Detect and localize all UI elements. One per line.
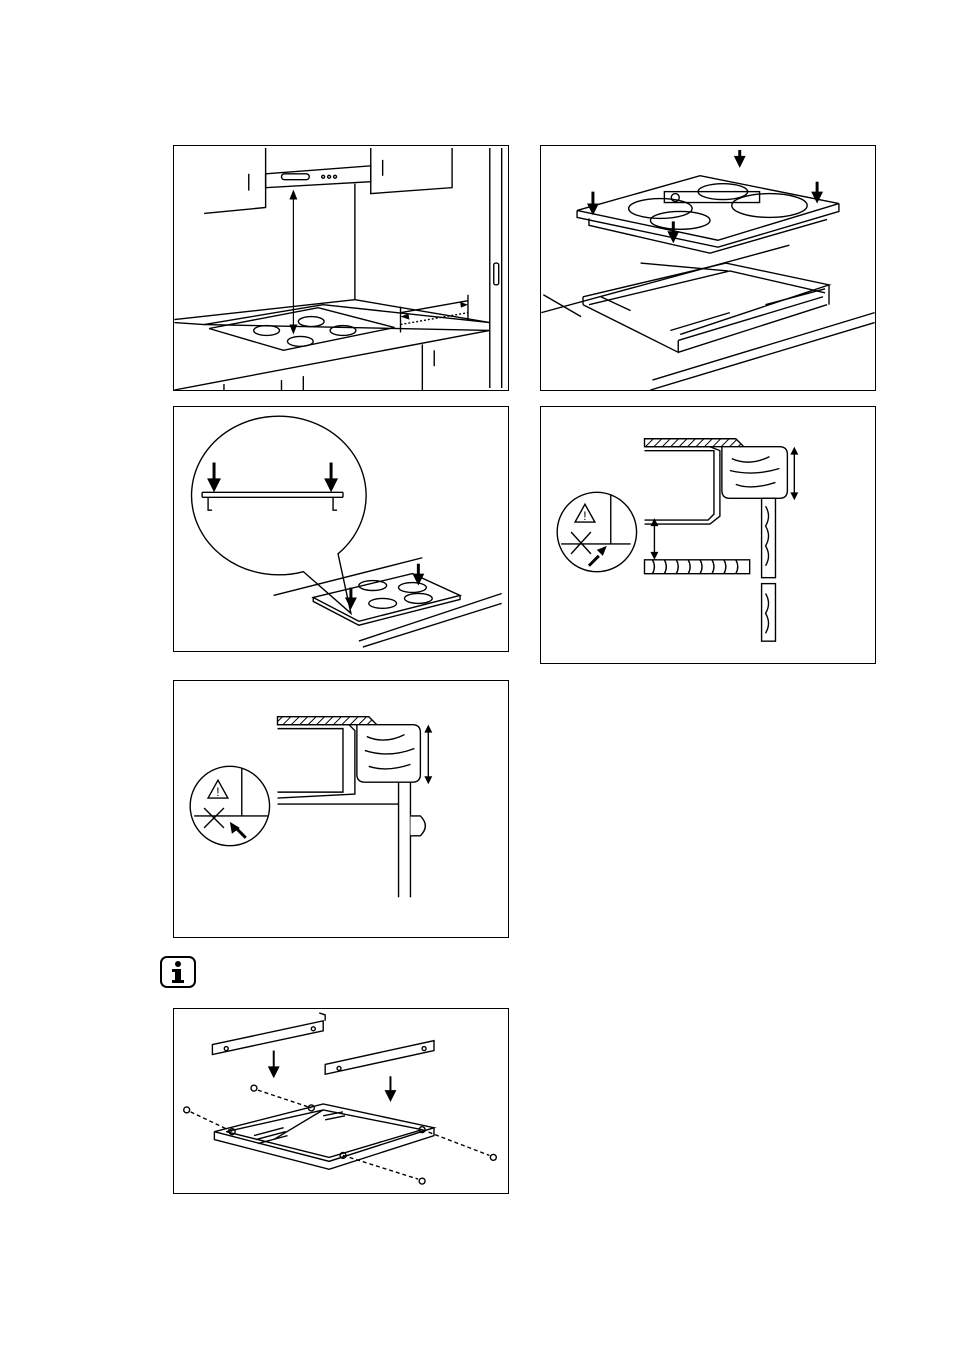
figure-seal-frame — [540, 145, 876, 391]
figure-press-detail — [173, 406, 509, 652]
figure-hood-distance — [173, 145, 509, 391]
figure-clearance-drawer: ! — [540, 406, 876, 664]
clearance-door-illustration: ! — [174, 681, 508, 937]
seal-frame-illustration — [541, 146, 875, 390]
svg-text:!: ! — [583, 509, 586, 523]
hood-distance-illustration — [174, 146, 508, 390]
figure-clearance-door: ! — [173, 680, 509, 938]
info-icon — [160, 956, 196, 988]
clearance-drawer-illustration: ! — [541, 407, 875, 663]
press-detail-illustration — [174, 407, 508, 651]
svg-text:!: ! — [216, 785, 219, 799]
protection-box-illustration — [174, 1009, 508, 1193]
figure-protection-box — [173, 1008, 509, 1194]
